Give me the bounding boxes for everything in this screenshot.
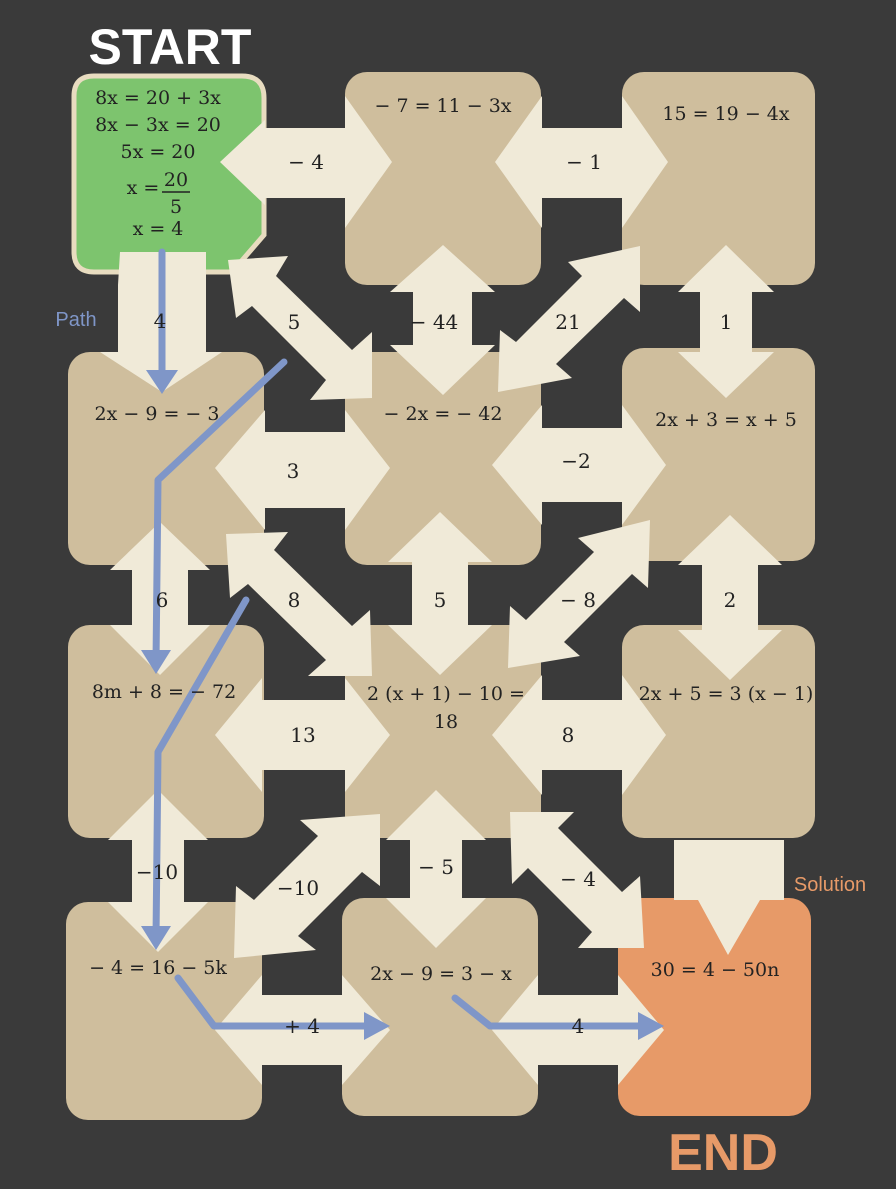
arrow-d-r0-c1-up[interactable]: [498, 246, 640, 392]
path-seg-3: [152, 596, 250, 942]
weight-d-r2-c1-down: − 4: [560, 867, 596, 891]
start-fraction-den: 5: [170, 196, 182, 218]
arrow-h-r2-a[interactable]: [215, 678, 390, 792]
tile-r2c1-equation-line2: 18: [434, 711, 458, 733]
tile-r3c2-equation: 30 = 4 − 50n: [651, 959, 780, 981]
tile-r2c0-equation: 8m + 8 = − 72: [92, 681, 236, 703]
weight-d-r0-c0-down: 5: [288, 310, 301, 334]
weight-h-r3-b: 4: [572, 1014, 585, 1038]
arrow-h-r3-b[interactable]: [492, 975, 664, 1085]
tile-r1c2-equation: 2x + 3 = x + 5: [655, 409, 797, 431]
tile-r0c2[interactable]: [622, 72, 815, 285]
path-arrowhead-1: [146, 370, 178, 394]
arrow-v-c2-r1[interactable]: [678, 515, 782, 680]
path-arrowhead-3: [141, 926, 171, 950]
weight-d-r2-c0-up: −10: [277, 876, 319, 900]
tile-r1c1[interactable]: [345, 352, 541, 565]
start-step-1: 8x = 20 + 3x: [95, 87, 221, 109]
tile-r2c1-equation: 2 (x + 1) − 10 =: [367, 683, 525, 705]
arrow-h-r0-a[interactable]: [220, 96, 392, 228]
weight-v-c2-r1: 2: [724, 588, 737, 612]
start-step-2: 8x − 3x = 20: [95, 114, 221, 136]
tile-r3c1-equation: 2x − 9 = 3 − x: [370, 963, 512, 985]
arrow-h-r0-b[interactable]: [495, 96, 668, 228]
weight-h-r1-a: 3: [287, 459, 300, 483]
tile-r2c2-equation: 2x + 5 = 3 (x − 1): [639, 683, 814, 705]
start-step-3: 5x = 20: [121, 141, 196, 163]
weight-h-r2-a: 13: [290, 723, 315, 747]
tile-r1c0-equation: 2x − 9 = − 3: [95, 403, 220, 425]
weight-v-c1-r0: − 44: [410, 310, 459, 334]
arrow-v-c1-r2[interactable]: [386, 790, 486, 948]
arrow-d-r2-c0-up[interactable]: [234, 814, 380, 958]
tile-r2c1[interactable]: [345, 625, 541, 838]
weight-v-c0-r1: 6: [156, 588, 169, 612]
arrow-d-r1-c0-down[interactable]: [226, 532, 372, 676]
solution-legend-label: Solution: [794, 874, 866, 896]
tile-r1c1-equation: − 2x = − 42: [384, 403, 503, 425]
start-fraction-lhs: x =: [127, 177, 160, 199]
solution-path: [152, 248, 656, 1030]
weight-h-r0-a: − 4: [288, 150, 324, 174]
weight-h-r3-a: + 4: [284, 1014, 320, 1038]
tile-r2c2[interactable]: [622, 625, 815, 838]
start-steps: 8x = 20 + 3x 8x − 3x = 20 5x = 20 x = 20…: [95, 87, 221, 240]
weight-v-c0-r2: −10: [136, 860, 178, 884]
path-seg-5: [451, 994, 656, 1030]
arrow-h-r3-a[interactable]: [215, 975, 390, 1085]
arrow-d-r0-c0-down[interactable]: [228, 256, 372, 400]
path-arrowhead-5: [638, 1012, 664, 1040]
weight-v-c1-r1: 5: [434, 588, 447, 612]
tile-r3c0-equation: − 4 = 16 − 5k: [89, 957, 227, 979]
start-label: START: [89, 19, 252, 75]
tile-r3c0[interactable]: [66, 902, 262, 1120]
arrow-d-r1-c1-up[interactable]: [508, 520, 650, 668]
weight-h-r1-b: −2: [561, 449, 590, 473]
weight-h-r0-b: − 1: [566, 150, 602, 174]
weight-v-c2-r0: 1: [720, 310, 733, 334]
weight-d-r0-c1-up: 21: [555, 310, 580, 334]
tile-r0c2-equation: 15 = 19 − 4x: [662, 103, 789, 125]
tile-r1c0[interactable]: [68, 352, 264, 565]
arrow-h-r1-b[interactable]: [492, 405, 666, 525]
tile-start[interactable]: [71, 73, 267, 275]
path-legend-label: Path: [55, 309, 96, 331]
path-seg-2: [152, 358, 288, 666]
tile-r1c2[interactable]: [622, 348, 815, 561]
tile-r3c1[interactable]: [342, 898, 538, 1116]
weight-v-c1-r2: − 5: [418, 855, 454, 879]
path-arrowhead-4: [364, 1012, 390, 1040]
weight-h-r2-b: 8: [562, 723, 575, 747]
tile-r3c2-end[interactable]: [618, 898, 811, 1116]
arrow-v-c2-r0[interactable]: [678, 245, 774, 398]
weight-v-c0-r0: 4: [154, 309, 167, 333]
arrow-v-c1-r1[interactable]: [388, 512, 492, 675]
start-fraction-num: 20: [164, 169, 188, 191]
arrow-h-r1-a[interactable]: [215, 410, 390, 530]
end-label: END: [668, 1124, 778, 1182]
tile-r0c1-equation: − 7 = 11 − 3x: [374, 95, 511, 117]
weight-d-r1-c0-down: 8: [288, 588, 301, 612]
path-seg-4: [174, 974, 382, 1030]
arrow-h-r2-b[interactable]: [492, 675, 666, 795]
path-arrowhead-2: [141, 650, 171, 674]
tile-r0c1[interactable]: [345, 72, 541, 285]
start-step-5: x = 4: [133, 218, 184, 240]
arrow-d-r2-c1-down[interactable]: [510, 812, 644, 948]
weight-d-r1-c1-up: − 8: [560, 588, 596, 612]
arrow-v-c1-r0[interactable]: [390, 245, 495, 395]
arrow-v-c2-r2[interactable]: [674, 840, 784, 955]
